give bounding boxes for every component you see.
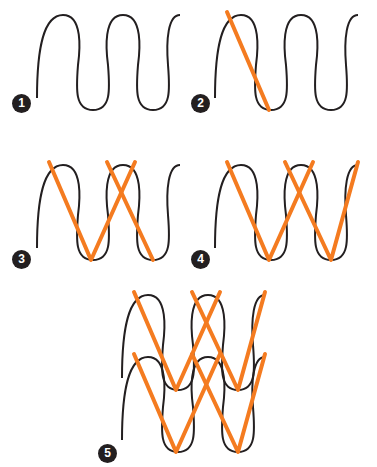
callout-number: 5 <box>98 444 117 463</box>
callout-text: 4 <box>197 252 204 266</box>
duplicate-stitch <box>134 292 265 390</box>
callout-number: 2 <box>191 94 210 113</box>
callout-text: 3 <box>18 252 25 266</box>
duplicate-stitch <box>227 12 269 110</box>
duplicate-stitch <box>227 162 358 260</box>
yarn-loop <box>37 15 180 110</box>
duplicate-stitch <box>134 354 265 452</box>
callout-text: 5 <box>104 446 111 460</box>
duplicate-stitch <box>49 162 153 260</box>
callout-number: 4 <box>191 250 210 269</box>
callout-text: 1 <box>18 96 25 110</box>
callout-text: 2 <box>197 96 204 110</box>
callout-number: 1 <box>12 94 31 113</box>
callout-number: 3 <box>12 250 31 269</box>
